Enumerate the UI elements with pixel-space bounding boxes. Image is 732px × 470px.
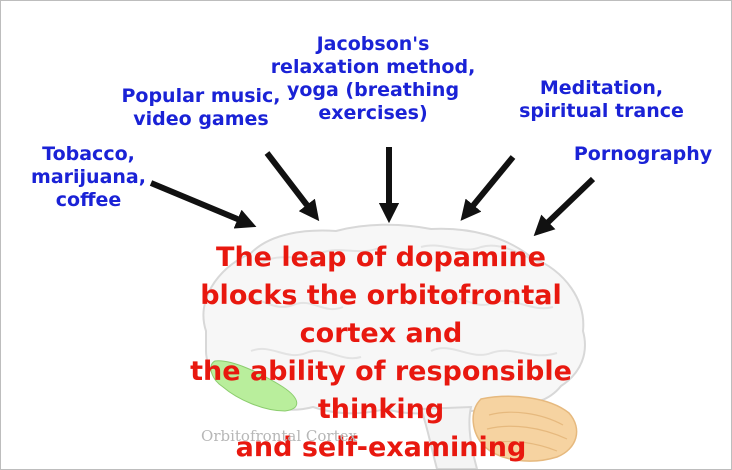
arrow-tobacco — [151, 183, 247, 223]
source-label-meditation: Meditation, spiritual trance — [489, 77, 714, 123]
source-label-pornography: Pornography — [553, 143, 732, 166]
arrow-pornography — [541, 179, 593, 229]
source-label-tobacco: Tobacco, marijuana, coffee — [21, 143, 156, 212]
statement-line: the ability of responsible thinking — [151, 353, 611, 429]
arrow-music — [267, 153, 313, 213]
arrow-meditation — [467, 157, 513, 213]
orbitofrontal-cortex-label: Orbitofrontal Cortex — [189, 427, 369, 445]
source-label-relaxation: Jacobson's relaxation method, yoga (brea… — [253, 33, 493, 125]
statement-line: The leap of dopamine — [151, 239, 611, 277]
statement-line: blocks the orbitofrontal cortex and — [151, 277, 611, 353]
